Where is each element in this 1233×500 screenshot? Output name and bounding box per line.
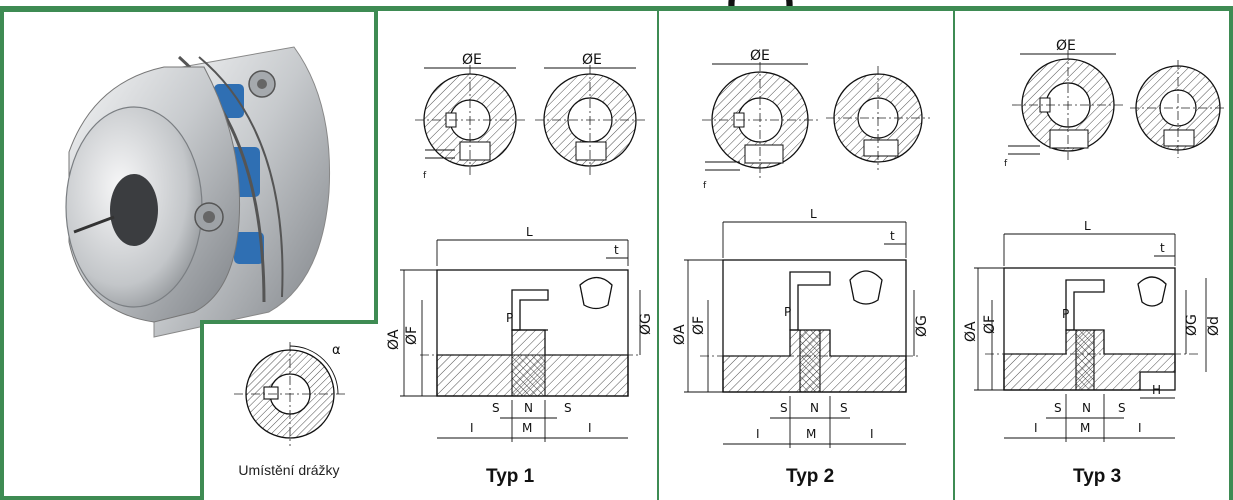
svg-text:P: P — [506, 311, 513, 325]
typ3-label: Typ 3 — [1073, 466, 1122, 487]
svg-text:t: t — [614, 243, 619, 257]
svg-text:ØF: ØF — [404, 326, 420, 345]
svg-text:ØG: ØG — [914, 315, 930, 337]
type-divider — [953, 8, 955, 500]
svg-text:M: M — [1080, 421, 1090, 435]
svg-text:ØA: ØA — [963, 321, 979, 342]
svg-text:S: S — [1118, 401, 1126, 415]
svg-text:S: S — [780, 401, 788, 415]
svg-text:ØE: ØE — [1056, 38, 1076, 54]
svg-text:I: I — [1138, 421, 1142, 435]
keyway-inset: α Umístění drážky — [200, 320, 378, 500]
svg-text:I: I — [588, 421, 592, 435]
svg-text:P: P — [784, 305, 791, 319]
typ3-side-view: L t ØA ØF ØG Ød P S N S H — [963, 219, 1222, 442]
spider-jaw — [234, 232, 264, 264]
svg-text:f: f — [423, 171, 427, 181]
svg-text:H: H — [1152, 383, 1161, 397]
type-divider — [657, 8, 659, 500]
svg-text:ØE: ØE — [582, 52, 602, 68]
svg-text:ØE: ØE — [750, 48, 770, 64]
keyway-caption: Umístění drážky — [238, 462, 340, 478]
typ1-drawing: ØE f ØE L t — [386, 52, 654, 442]
svg-text:S: S — [1054, 401, 1062, 415]
svg-text:N: N — [1082, 401, 1091, 415]
typ2-label: Typ 2 — [786, 466, 835, 487]
svg-text:S: S — [840, 401, 848, 415]
typ1-section-view-2: ØE — [535, 52, 645, 175]
svg-text:P: P — [1062, 307, 1069, 321]
svg-text:I: I — [470, 421, 474, 435]
svg-text:N: N — [810, 401, 819, 415]
svg-text:ØF: ØF — [691, 316, 707, 335]
top-frame-border — [0, 6, 1233, 11]
typ2-section-view-1: ØE f — [702, 48, 818, 191]
svg-text:Ød: Ød — [1206, 316, 1222, 336]
svg-text:L: L — [1084, 219, 1091, 233]
svg-text:L: L — [810, 207, 817, 221]
title-text: (...) — [726, 0, 795, 6]
typ1-side-view: L t ØA ØF ØG P S N S — [386, 225, 654, 442]
svg-text:I: I — [1034, 421, 1038, 435]
coupling-photo — [65, 46, 331, 338]
svg-text:ØA: ØA — [386, 329, 402, 350]
angle-label: α — [332, 343, 341, 358]
svg-text:L: L — [526, 225, 533, 239]
svg-text:ØF: ØF — [982, 315, 998, 334]
svg-text:ØG: ØG — [638, 313, 654, 335]
typ1-label: Typ 1 — [486, 466, 535, 487]
svg-text:ØE: ØE — [462, 52, 482, 68]
typ3-section-view-1: ØE f — [1004, 38, 1124, 169]
svg-text:N: N — [524, 401, 533, 415]
typ3-drawing: ØE f L t ØA — [963, 38, 1226, 442]
svg-text:t: t — [1160, 241, 1165, 255]
svg-text:I: I — [870, 427, 874, 441]
svg-text:t: t — [890, 229, 895, 243]
typ1-section-view-1: ØE f — [415, 52, 525, 181]
svg-text:I: I — [756, 427, 760, 441]
svg-text:S: S — [564, 401, 572, 415]
svg-text:M: M — [806, 427, 816, 441]
svg-text:M: M — [522, 421, 532, 435]
svg-text:f: f — [1004, 159, 1008, 169]
typ3-section-view-2 — [1130, 60, 1226, 158]
bore-hole — [110, 174, 158, 246]
typ2-side-view: L t ØA ØF ØG P S N S I M — [672, 207, 930, 448]
right-frame-border — [1229, 8, 1233, 500]
svg-text:ØA: ØA — [672, 324, 688, 345]
svg-text:S: S — [492, 401, 500, 415]
typ2-drawing: ØE f L t ØA — [672, 48, 930, 448]
keyway-diagram: α — [234, 342, 346, 446]
page-title-fragment: (...) — [726, 0, 836, 6]
svg-text:ØG: ØG — [1184, 314, 1200, 336]
typ2-section-view-2 — [826, 66, 930, 170]
product-photo-panel — [0, 8, 378, 500]
svg-text:f: f — [703, 181, 707, 191]
